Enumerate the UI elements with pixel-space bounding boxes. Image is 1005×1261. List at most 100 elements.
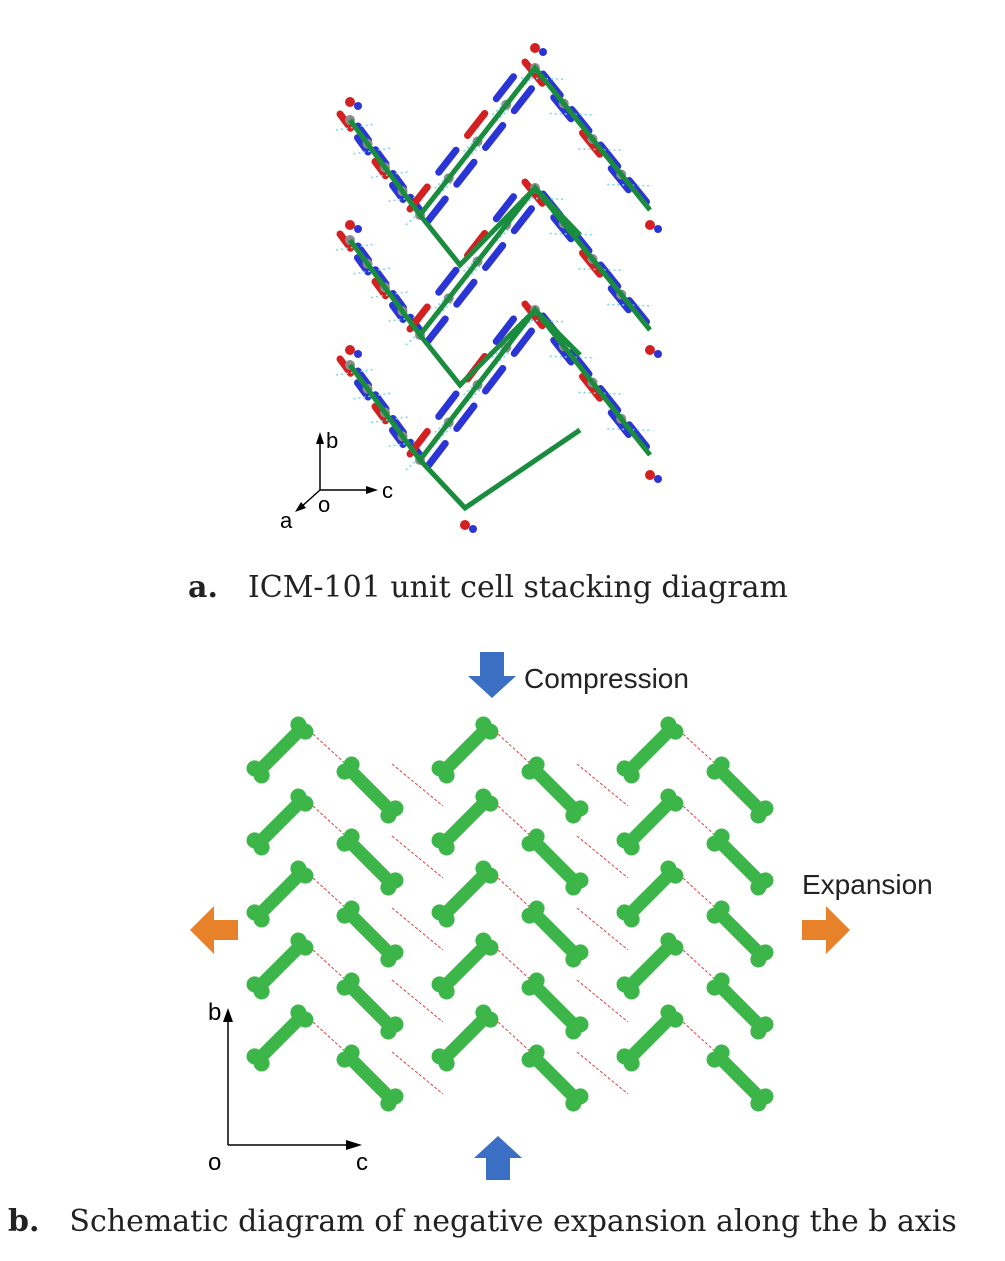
origin-label: o	[318, 492, 330, 517]
molecule-bond	[482, 241, 507, 271]
bone-knob	[623, 839, 640, 856]
bone-knob	[438, 839, 455, 856]
nitrogen-atom	[354, 225, 362, 233]
molecule-bond	[482, 121, 507, 151]
bone-shaft	[621, 793, 679, 851]
hydrogen-bond	[370, 291, 410, 299]
molecule-bond	[435, 390, 460, 420]
hydrogen-bond	[335, 123, 375, 131]
bone-shaft	[621, 1009, 679, 1067]
bone-knob	[336, 835, 353, 852]
bone-shaft	[436, 793, 494, 851]
molecule-bond	[510, 205, 535, 235]
bone-shaft	[341, 761, 399, 819]
bone-knob	[706, 1051, 723, 1068]
molecule-bond	[568, 348, 593, 378]
link-line	[576, 835, 629, 879]
bone-knob	[565, 1095, 582, 1112]
bone-shaft	[251, 1009, 309, 1067]
bone-knob	[750, 1095, 767, 1112]
bone-knob	[438, 983, 455, 1000]
bone-shaft	[621, 865, 679, 923]
schematic-diagram: Compression Expansion b c o	[180, 640, 980, 1180]
bone-shape	[706, 828, 774, 896]
bone-knob	[521, 835, 538, 852]
oxygen-atom	[645, 220, 655, 230]
bone-knob	[380, 951, 397, 968]
bone-knob	[706, 907, 723, 924]
bone-knob	[521, 763, 538, 780]
bone-knob	[667, 939, 684, 956]
zigzag-lines	[347, 63, 652, 512]
bone-shape	[616, 860, 684, 928]
bone-knob	[380, 807, 397, 824]
oxygen-atom	[530, 43, 540, 53]
bone-knob	[521, 979, 538, 996]
hydrogen-bond	[353, 267, 393, 275]
molecule-bond	[389, 170, 407, 192]
bone-shaft	[526, 761, 584, 819]
oxygen-atom	[460, 520, 470, 530]
origin-label: o	[208, 1149, 221, 1176]
right-arrow-icon	[802, 906, 850, 954]
bone-shape	[431, 788, 499, 856]
bone-shaft	[526, 1049, 584, 1107]
bone-knob	[623, 983, 640, 1000]
molecule-bond	[464, 109, 489, 139]
bone-shaft	[711, 1049, 769, 1107]
bone-knob	[336, 907, 353, 924]
c-axis-label: c	[356, 1149, 368, 1176]
down-arrow-icon	[468, 652, 516, 698]
link-line	[391, 907, 444, 951]
bone-shaft	[621, 721, 679, 779]
bone-shape	[706, 972, 774, 1040]
molecule-bond	[510, 85, 535, 115]
bone-shaft	[711, 761, 769, 819]
bone-shape	[521, 972, 589, 1040]
bone-knob	[623, 1055, 640, 1072]
bone-knob	[253, 1055, 270, 1072]
bone-knob	[438, 1055, 455, 1072]
bone-shaft	[526, 905, 584, 963]
bone-knob	[297, 1011, 314, 1028]
molecule-bond	[607, 409, 632, 438]
bone-knob	[667, 723, 684, 740]
bone-shaft	[526, 977, 584, 1035]
bone-knob	[750, 879, 767, 896]
hydrogen-bond	[388, 439, 428, 447]
link-line	[576, 907, 629, 951]
bone-knob	[336, 763, 353, 780]
left-arrow-icon	[190, 906, 238, 954]
bone-shape	[521, 828, 589, 896]
oxygen-atom	[645, 470, 655, 480]
molecule-bond	[372, 146, 390, 168]
nitrogen-atom	[354, 102, 362, 110]
caption-a-letter: a.	[188, 570, 218, 605]
bone-knob	[482, 723, 499, 740]
bone-knob	[667, 867, 684, 884]
bone-shaft	[251, 865, 309, 923]
molecule-bond	[453, 402, 478, 432]
bone-shaft	[526, 833, 584, 891]
axis-indicator-b: b c o	[208, 999, 368, 1176]
caption-a-text: ICM-101 unit cell stacking diagram	[247, 570, 788, 605]
bone-knob	[521, 1051, 538, 1068]
zigzag-line	[418, 186, 537, 269]
bone-knob	[750, 1023, 767, 1040]
nitrogen-atom	[354, 350, 362, 358]
schematic-diagram-svg: Compression Expansion b c o	[190, 652, 933, 1180]
molecule-bond	[482, 365, 507, 395]
bone-knob	[750, 951, 767, 968]
link-line	[576, 1051, 629, 1095]
molecule-bond	[597, 385, 622, 414]
molecule-bond	[492, 73, 517, 103]
bone-knob	[297, 795, 314, 812]
compression-arrow-top	[468, 652, 516, 698]
a-axis-label: a	[280, 508, 293, 533]
bone-knob	[297, 723, 314, 740]
bone-shaft	[436, 865, 494, 923]
bone-knob	[253, 767, 270, 784]
bone-knob	[482, 1011, 499, 1028]
zigzag-line	[533, 186, 582, 237]
bone-shaft	[341, 833, 399, 891]
